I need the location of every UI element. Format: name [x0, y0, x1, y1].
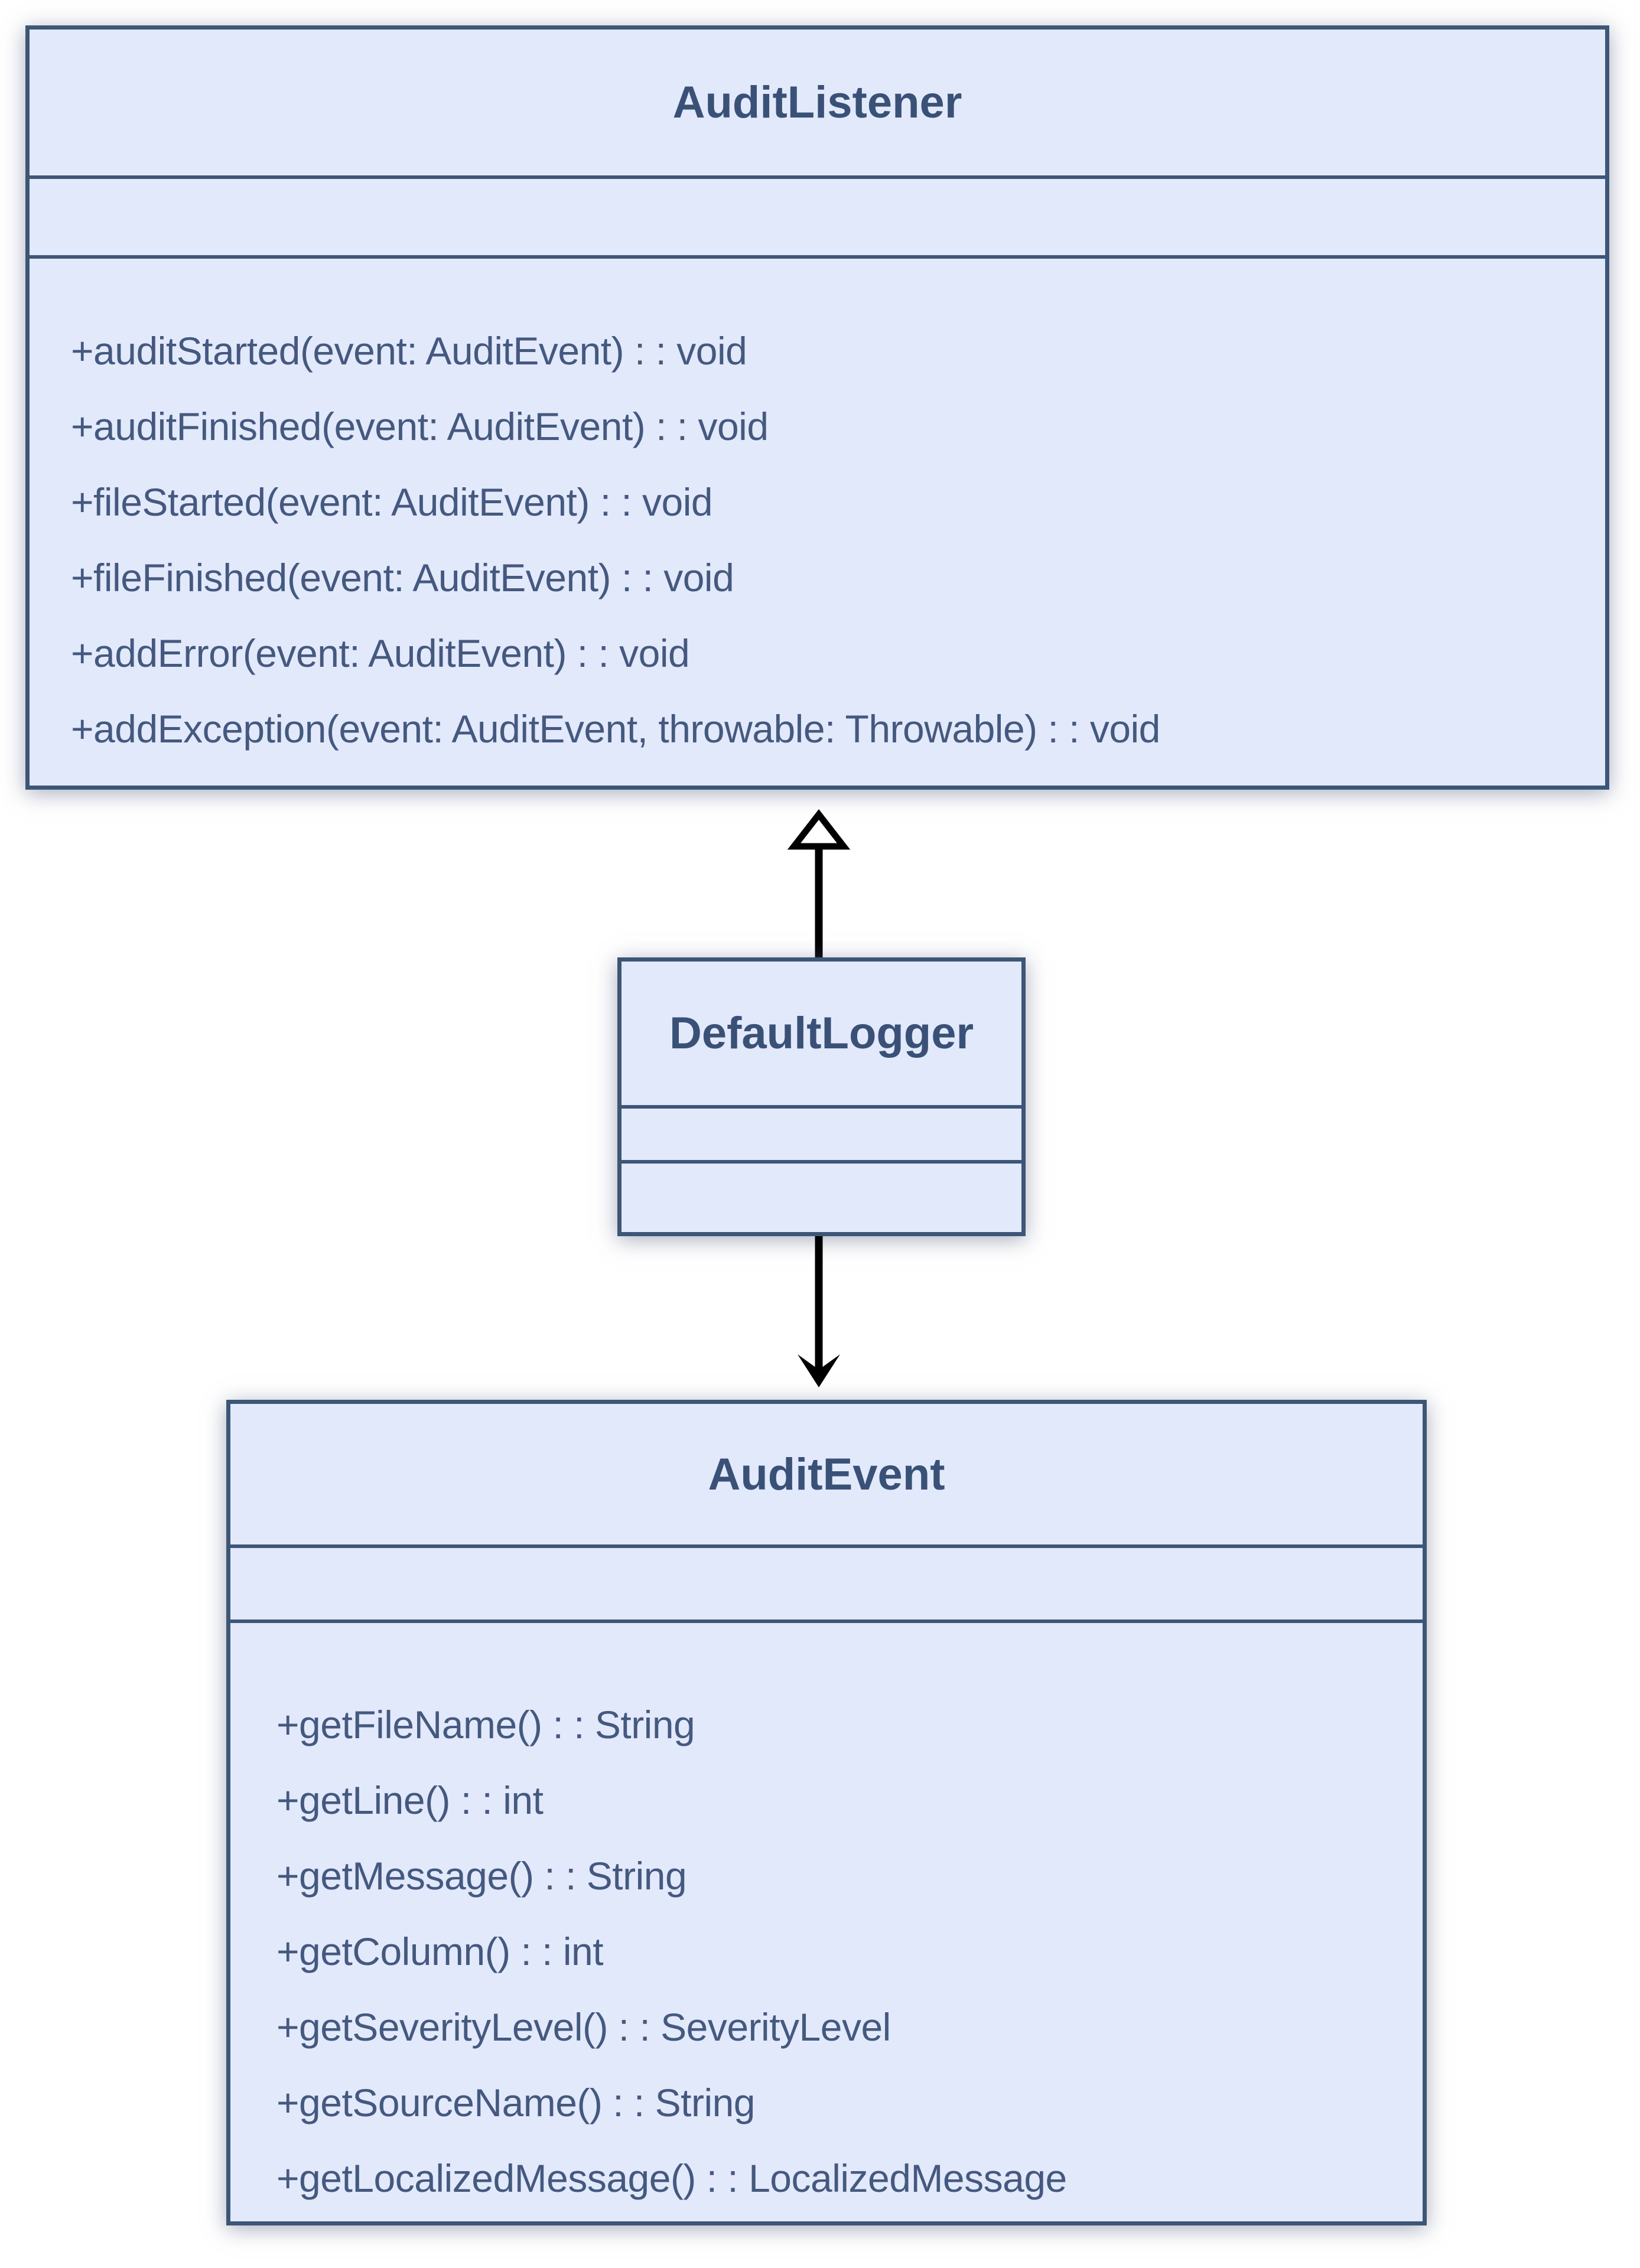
method-item: +fileFinished(event: AuditEvent) : : voi…: [71, 556, 734, 599]
method-item: +getFileName() : : String: [276, 1703, 695, 1746]
class-box-auditlistener: AuditListener +auditStarted(event: Audit…: [25, 25, 1609, 790]
class-title-auditlistener: AuditListener: [30, 30, 1605, 179]
hollow-triangle-arrowhead-icon: [787, 809, 851, 850]
methods-compartment-auditevent: +getFileName() : : String +getLine() : : …: [230, 1623, 1423, 2221]
method-item: +getLocalizedMessage() : : LocalizedMess…: [276, 2156, 1067, 2200]
method-item: +addException(event: AuditEvent, throwab…: [71, 707, 1160, 751]
realization-connector-defaultlogger-to-auditlistener: [787, 809, 851, 958]
method-item: +auditStarted(event: AuditEvent) : : voi…: [71, 329, 747, 373]
attributes-compartment-auditlistener: [30, 179, 1605, 259]
method-item: +fileStarted(event: AuditEvent) : : void: [71, 480, 713, 524]
method-item: +getMessage() : : String: [276, 1854, 687, 1898]
methods-compartment-auditlistener: +auditStarted(event: AuditEvent) : : voi…: [30, 259, 1605, 786]
attributes-compartment-auditevent: [230, 1548, 1423, 1623]
method-item: +getSeverityLevel() : : SeverityLevel: [276, 2005, 891, 2049]
attributes-compartment-defaultlogger: [621, 1109, 1021, 1164]
method-item: +addError(event: AuditEvent) : : void: [71, 631, 690, 675]
method-item: +getSourceName() : : String: [276, 2081, 756, 2124]
methods-compartment-defaultlogger: [621, 1164, 1021, 1232]
class-box-defaultlogger: DefaultLogger: [617, 957, 1026, 1236]
class-title-defaultlogger: DefaultLogger: [621, 962, 1021, 1109]
method-item: +getColumn() : : int: [276, 1930, 604, 1973]
method-item: +getLine() : : int: [276, 1778, 544, 1822]
class-box-auditevent: AuditEvent +getFileName() : : String+get…: [226, 1400, 1427, 2225]
open-arrowhead-icon: [798, 1354, 840, 1387]
method-item: +auditFinished(event: AuditEvent) : : vo…: [71, 405, 769, 448]
class-title-auditevent: AuditEvent: [230, 1404, 1423, 1548]
association-connector-defaultlogger-to-auditevent: [798, 1236, 840, 1387]
